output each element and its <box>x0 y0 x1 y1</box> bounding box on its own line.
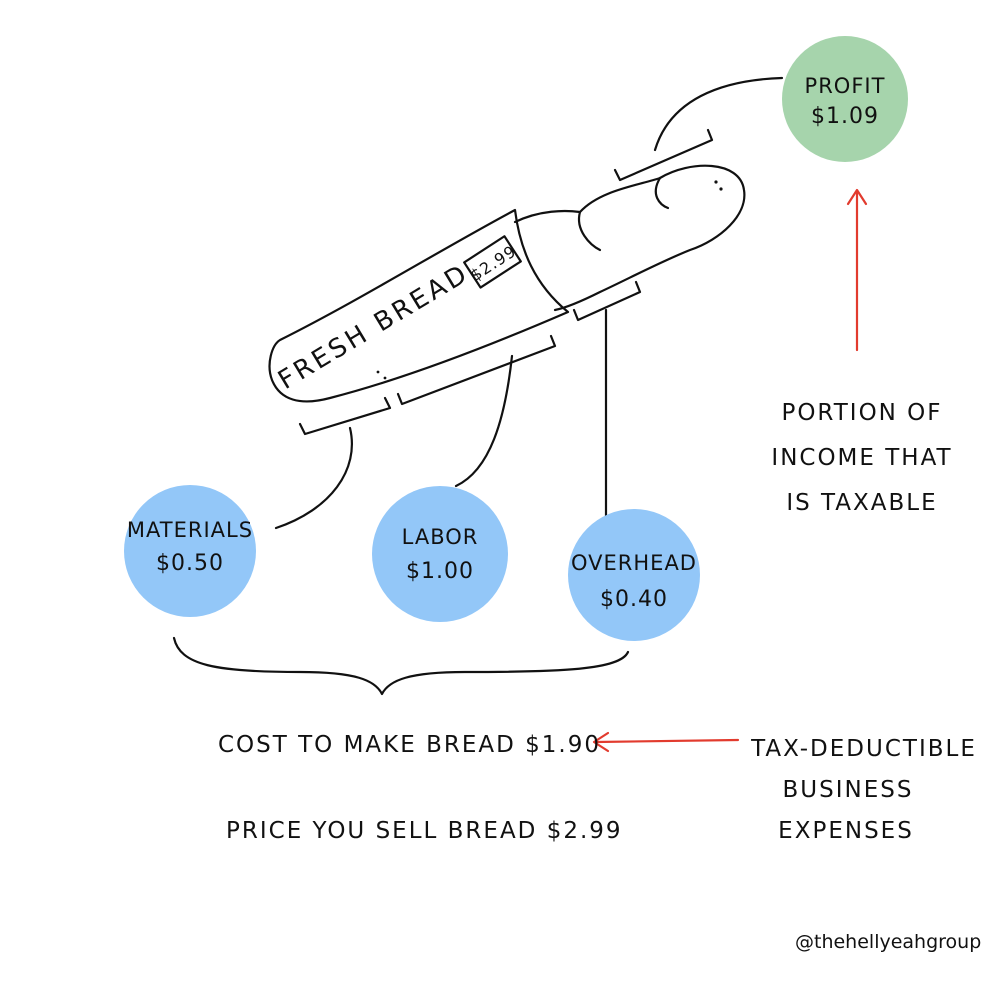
taxable-note-line-2: INCOME THAT <box>771 445 952 471</box>
materials-circle: MATERIALS $0.50 <box>124 485 256 617</box>
labor-value: $1.00 <box>406 559 474 584</box>
taxable-note-line-3: IS TAXABLE <box>786 490 937 516</box>
bread-loaf <box>513 164 746 312</box>
deductible-note: TAX-DEDUCTIBLE BUSINESS EXPENSES <box>750 736 977 844</box>
overhead-circle-shape <box>568 509 700 641</box>
arrows <box>592 188 868 753</box>
credit: @thehellyeahgroup <box>795 931 981 953</box>
price-line: PRICE YOU SELL BREAD $2.99 <box>226 818 623 844</box>
price-tag <box>463 235 522 289</box>
materials-value: $0.50 <box>156 551 224 576</box>
materials-label: MATERIALS <box>127 518 253 542</box>
profit-circle-shape <box>782 36 908 162</box>
taxable-note-line-1: PORTION OF <box>781 400 942 426</box>
labor-circle: LABOR $1.00 <box>372 486 508 622</box>
overhead-label: OVERHEAD <box>571 551 697 575</box>
deductible-note-line-1: TAX-DEDUCTIBLE <box>750 736 977 762</box>
overhead-value: $0.40 <box>600 587 668 612</box>
connectors <box>172 76 784 696</box>
profit-value: $1.09 <box>811 104 879 129</box>
taxable-note: PORTION OF INCOME THAT IS TAXABLE <box>771 400 952 516</box>
materials-circle-shape <box>124 485 256 617</box>
cost-line: COST TO MAKE BREAD $1.90 <box>218 732 601 758</box>
summary: COST TO MAKE BREAD $1.90 PRICE YOU SELL … <box>218 732 623 844</box>
deductible-arrow <box>594 738 740 744</box>
deductible-note-line-3: EXPENSES <box>778 818 914 844</box>
labor-circle-shape <box>372 486 508 622</box>
labor-label: LABOR <box>402 525 479 549</box>
profit-circle: PROFIT $1.09 <box>782 36 908 162</box>
profit-label: PROFIT <box>805 74 886 98</box>
overhead-circle: OVERHEAD $0.40 <box>568 509 700 641</box>
deductible-note-line-2: BUSINESS <box>783 777 914 803</box>
bread-bag: $2.99 FRESH BREAD <box>268 208 570 403</box>
